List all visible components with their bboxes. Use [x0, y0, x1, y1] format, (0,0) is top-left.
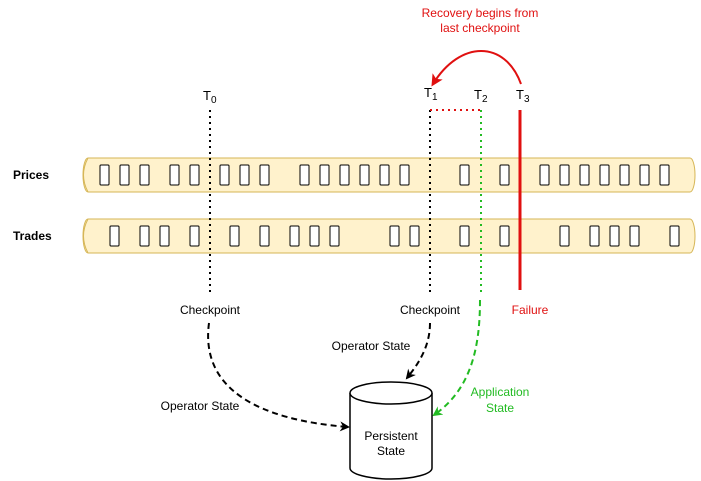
recovery-label-line2: last checkpoint — [440, 21, 520, 35]
operator-state-arrow-right — [405, 322, 431, 380]
prices-events — [99, 164, 670, 186]
price-event-box — [399, 164, 410, 186]
price-event-box — [99, 164, 110, 186]
persistent-state-cylinder: Persistent State — [349, 381, 433, 480]
price-event-box — [259, 164, 270, 186]
trade-event-box — [629, 225, 640, 247]
trade-event-box — [459, 225, 470, 247]
price-event-box — [379, 164, 390, 186]
trades-events — [109, 225, 680, 247]
price-event-box — [539, 164, 550, 186]
trade-event-box — [309, 225, 320, 247]
price-event-box — [559, 164, 570, 186]
trade-event-box — [389, 225, 400, 247]
failure-label: Failure — [512, 303, 549, 317]
trade-event-box — [609, 225, 620, 247]
time-t2-label: T2 — [474, 87, 488, 105]
trade-event-box — [189, 225, 200, 247]
trade-event-box — [329, 225, 340, 247]
trade-event-box — [589, 225, 600, 247]
time-t0-label: T0 — [203, 88, 217, 106]
application-state-label-line2: State — [486, 401, 514, 415]
operator-state-lower-label: Operator State — [161, 399, 240, 413]
price-event-box — [319, 164, 330, 186]
trade-event-box — [559, 225, 570, 247]
price-event-box — [599, 164, 610, 186]
price-event-box — [459, 164, 470, 186]
trade-event-box — [109, 225, 120, 247]
operator-state-upper-label: Operator State — [332, 339, 411, 353]
checkpoint-left-label: Checkpoint — [180, 303, 241, 317]
price-event-box — [619, 164, 630, 186]
checkpoint-right-label: Checkpoint — [400, 303, 461, 317]
trades-label: Trades — [13, 229, 52, 243]
price-event-box — [339, 164, 350, 186]
trade-event-box — [259, 225, 270, 247]
trade-event-box — [409, 225, 420, 247]
price-event-box — [639, 164, 650, 186]
price-event-box — [189, 164, 200, 186]
application-state-arrow — [432, 299, 481, 417]
price-event-box — [579, 164, 590, 186]
price-event-box — [359, 164, 370, 186]
persistent-state-label-line2: State — [377, 444, 405, 458]
time-t1-label: T1 — [424, 85, 438, 103]
price-event-box — [239, 164, 250, 186]
trade-event-box — [289, 225, 300, 247]
trades-stream — [82, 218, 696, 254]
application-state-label-line1: Application — [471, 385, 530, 399]
trade-event-box — [139, 225, 150, 247]
price-event-box — [119, 164, 130, 186]
trade-event-box — [499, 225, 510, 247]
price-event-box — [499, 164, 510, 186]
recovery-label-line1: Recovery begins from — [422, 6, 539, 20]
price-event-box — [139, 164, 150, 186]
trade-event-box — [229, 225, 240, 247]
recovery-arrow — [431, 50, 522, 87]
price-event-box — [659, 164, 670, 186]
prices-label: Prices — [13, 168, 49, 182]
price-event-box — [219, 164, 230, 186]
price-event-box — [299, 164, 310, 186]
trade-event-box — [669, 225, 680, 247]
persistent-state-label-line1: Persistent — [364, 429, 418, 443]
time-t3-label: T3 — [516, 87, 530, 105]
price-event-box — [169, 164, 180, 186]
prices-stream — [82, 157, 696, 193]
trade-event-box — [159, 225, 170, 247]
operator-state-arrow-left — [207, 322, 350, 432]
